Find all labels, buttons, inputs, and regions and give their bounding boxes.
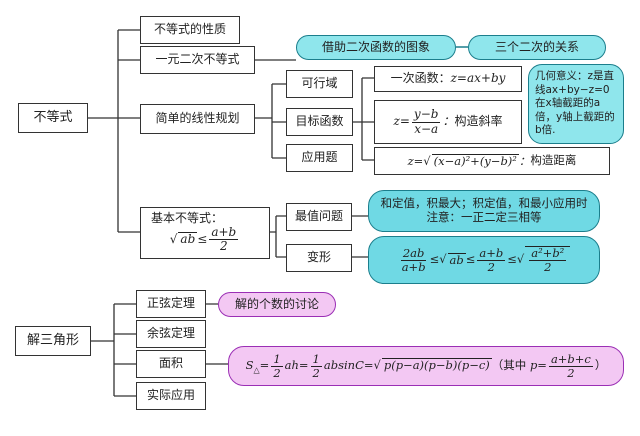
three-quadratics-note: 三个二次的关系 (468, 35, 606, 60)
linear-function-expr: z=ax+by (450, 71, 506, 86)
feasible-region-box: 可行域 (286, 70, 353, 98)
area-box: 面积 (136, 350, 206, 378)
properties-box: 不等式的性质 (140, 16, 240, 44)
objective-function-box: 目标函数 (286, 108, 353, 136)
root-triangle-box: 解三角形 (15, 326, 91, 356)
quadratic-box: 一元二次不等式 (140, 46, 255, 74)
linear-function-box: 一次函数： z=ax+by (374, 66, 522, 92)
practical-application-box: 实际应用 (136, 382, 206, 410)
slope-numerator: y−b (411, 107, 441, 123)
distance-formula: z=√(x−a)²+(y−b)²： (407, 153, 531, 168)
application-problem-box: 应用题 (286, 144, 353, 172)
quad-graph-note: 借助二次函数的图象 (296, 35, 456, 60)
deformation-box: 变形 (286, 244, 352, 272)
cosine-law-box: 余弦定理 (136, 320, 206, 348)
basic-inequality-title: 基本不等式： (151, 211, 224, 226)
solution-count-note: 解的个数的讨论 (218, 292, 336, 317)
root-inequality-box: 不等式 (18, 103, 88, 133)
distance-box: z=√(x−a)²+(y−b)²： 构造距离 (374, 147, 610, 175)
slope-label: 构造斜率 (454, 114, 503, 129)
slope-denominator: x−a (414, 121, 439, 136)
distance-label: 构造距离 (530, 153, 577, 168)
geometric-meaning-note: 几何意义：z是直线ax+by−z=0在x轴截距的a倍，y轴上截距的b倍. (528, 64, 624, 144)
extreme-value-box: 最值问题 (286, 203, 352, 231)
sine-law-box: 正弦定理 (136, 290, 206, 318)
linear-function-label: 一次函数： (390, 71, 451, 86)
linear-programming-box: 简单的线性规划 (140, 104, 255, 134)
extreme-value-note: 和定值，积最大；积定值，和最小应用时注意：一正二定三相等 (368, 190, 600, 232)
